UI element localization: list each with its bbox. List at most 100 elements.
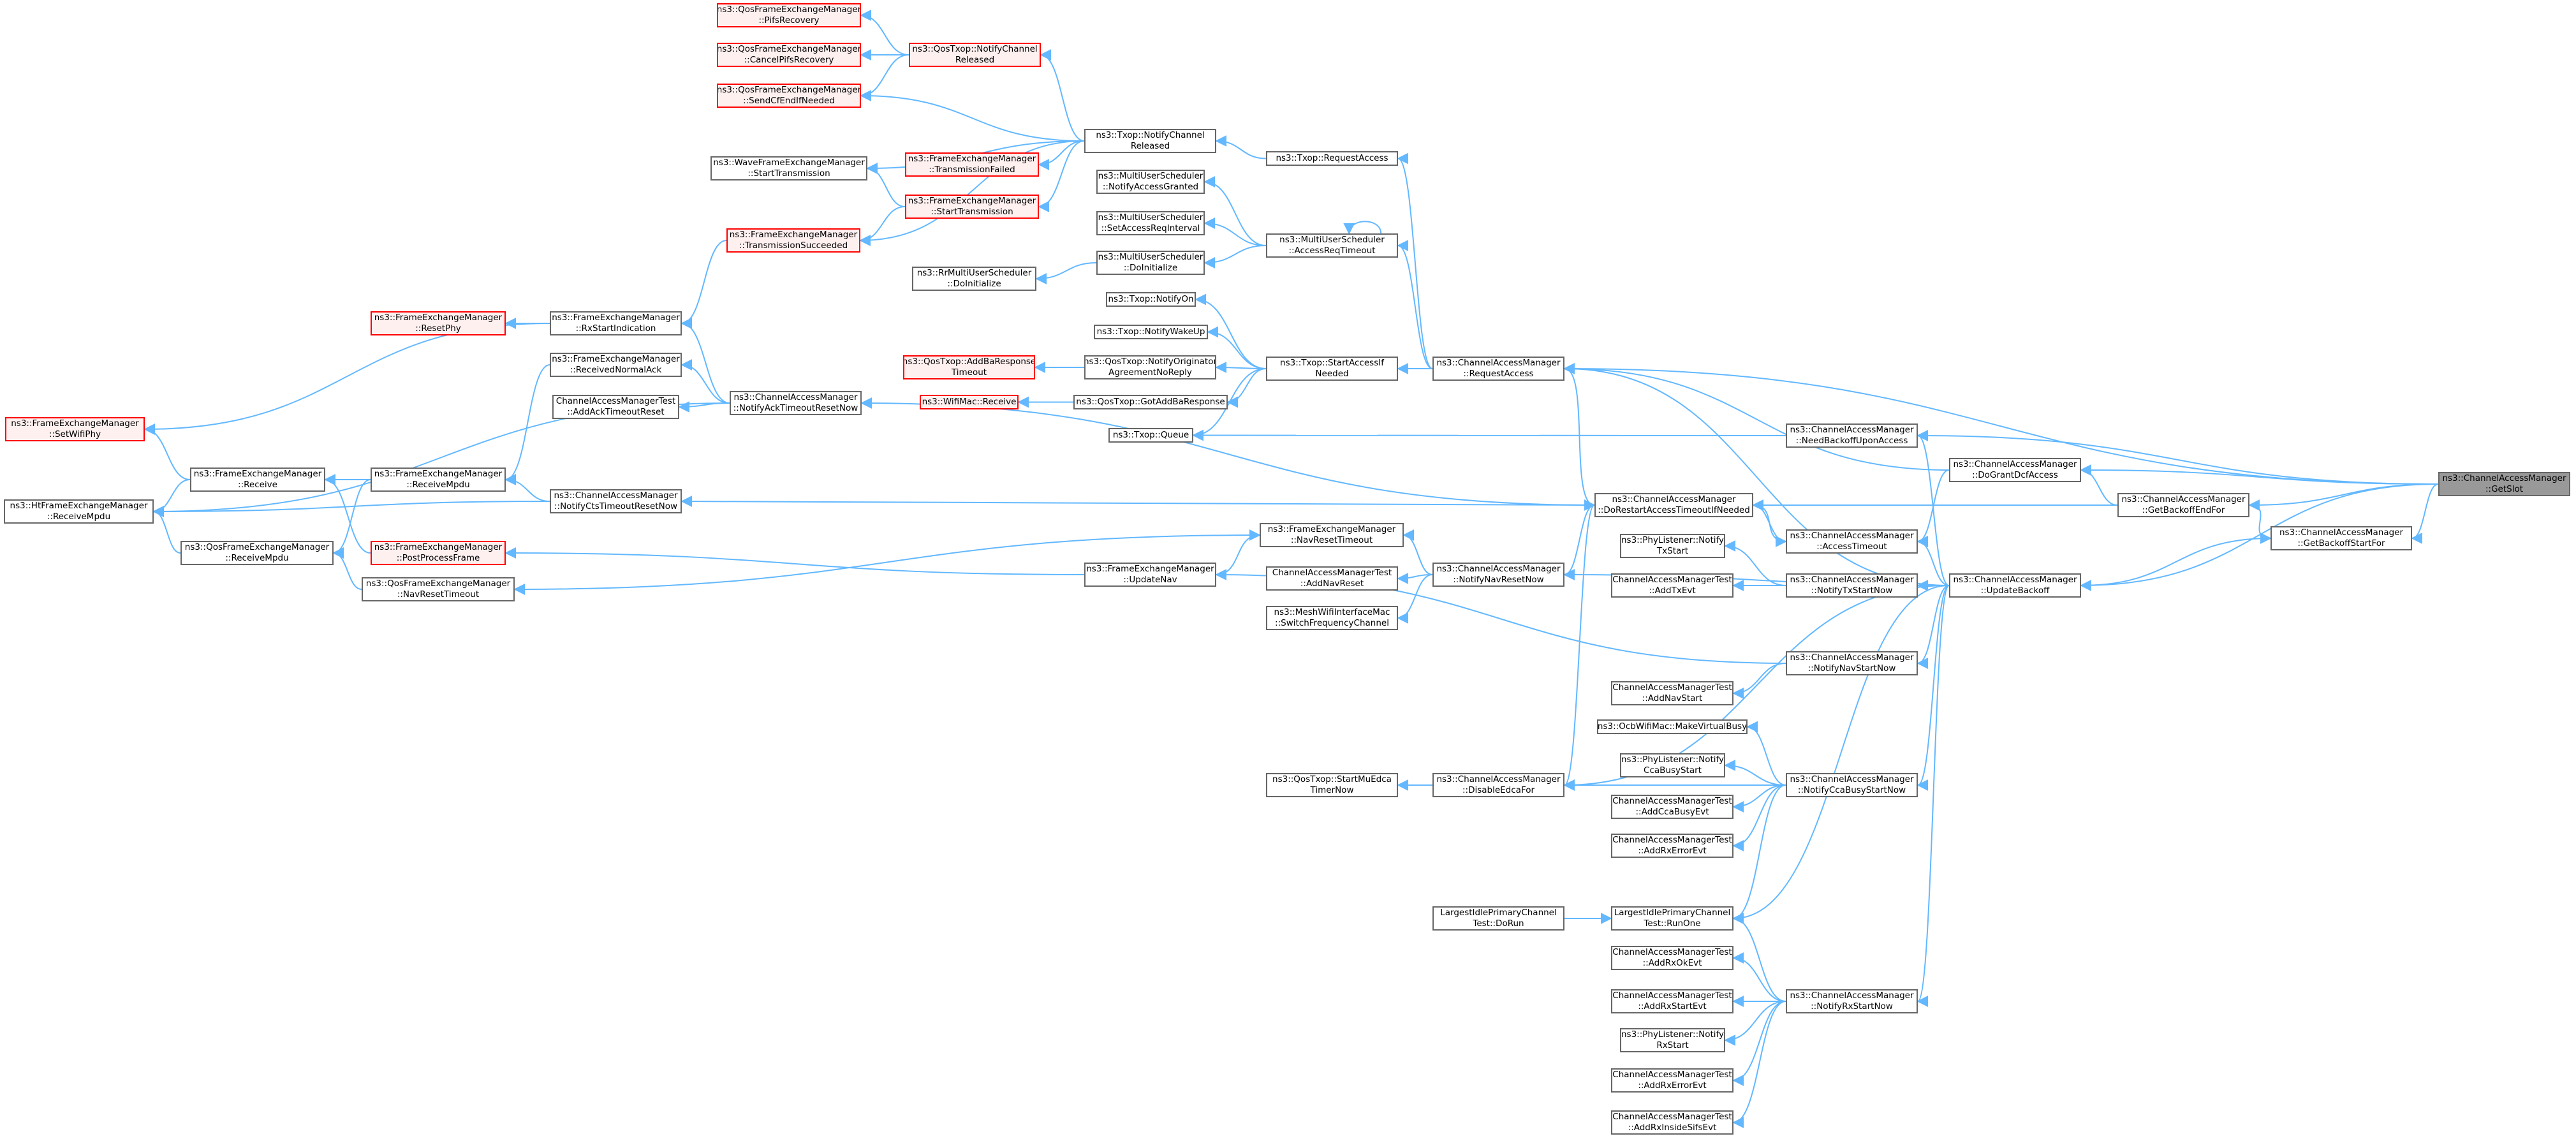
node-qfem-nav-reset-timeout[interactable]: ns3::QosFrameExchangeManager::NavResetTi… — [362, 577, 515, 601]
node-label-line: RxStart — [1656, 1040, 1689, 1050]
call-edge — [1563, 363, 2439, 485]
node-wifi-mac-receive[interactable]: ns3::WifiMac::Receive — [920, 395, 1019, 409]
node-fem-receive-mpdu[interactable]: ns3::FrameExchangeManager::ReceiveMpdu — [371, 467, 506, 492]
node-get-backoff-start-for[interactable]: ns3::ChannelAccessManager::GetBackoffSta… — [2271, 526, 2412, 550]
node-need-backoff-upon-access[interactable]: ns3::ChannelAccessManager::NeedBackoffUp… — [1786, 423, 1918, 448]
node-disable-edca-for[interactable]: ns3::ChannelAccessManager::DisableEdcaFo… — [1432, 773, 1564, 797]
node-fem-reset-phy[interactable]: ns3::FrameExchangeManager::ResetPhy — [371, 311, 506, 335]
node-camt-add-tx-evt[interactable]: ChannelAccessManagerTest::AddTxEvt — [1611, 573, 1733, 598]
node-access-timeout[interactable]: ns3::ChannelAccessManager::AccessTimeout — [1786, 529, 1918, 554]
node-label-line: ::AddNavStart — [1642, 693, 1703, 703]
node-get-backoff-end-for[interactable]: ns3::ChannelAccessManager::GetBackoffEnd… — [2117, 493, 2249, 517]
node-label-line: ::DoRestartAccessTimeoutIfNeeded — [1598, 505, 1750, 515]
node-request-access-cam[interactable]: ns3::ChannelAccessManager::RequestAccess — [1432, 357, 1564, 381]
node-camt-add-rx-ok-evt[interactable]: ChannelAccessManagerTest::AddRxOkEvt — [1611, 946, 1733, 970]
node-qfem-pifs-recovery[interactable]: ns3::QosFrameExchangeManager::PifsRecove… — [717, 3, 861, 27]
node-root[interactable]: ns3::ChannelAccessManager::GetSlot — [2438, 472, 2570, 496]
node-notify-rx-start-now[interactable]: ns3::ChannelAccessManager::NotifyRxStart… — [1786, 989, 1918, 1013]
call-edge — [1563, 363, 1950, 586]
node-notify-nav-reset-now[interactable]: ns3::ChannelAccessManager::NotifyNavRese… — [1432, 563, 1564, 587]
node-notify-cca-busy-start-now[interactable]: ns3::ChannelAccessManager::NotifyCcaBusy… — [1786, 773, 1918, 797]
node-htfem-receive-mpdu[interactable]: ns3::HtFrameExchangeManager::ReceiveMpdu — [4, 499, 154, 524]
node-label-line: ::NavResetTimeout — [397, 589, 480, 600]
node-camt-add-rx-start-evt[interactable]: ChannelAccessManagerTest::AddRxStartEvt — [1611, 989, 1733, 1013]
node-label-line: ::UpdateBackoff — [1980, 585, 2050, 596]
node-label-line: Released — [955, 55, 995, 65]
node-label-line: ::DoInitialize — [947, 279, 1001, 289]
node-txop-notify-on[interactable]: ns3::Txop::NotifyOn — [1106, 292, 1196, 307]
node-qfem-receive-mpdu[interactable]: ns3::QosFrameExchangeManager::ReceiveMpd… — [180, 541, 334, 565]
call-edge — [1397, 240, 1433, 369]
node-wave-start-transmission[interactable]: ns3::WaveFrameExchangeManager::StartTran… — [710, 156, 867, 180]
node-label-line: ns3::ChannelAccessManager — [1790, 774, 1914, 784]
node-label-line: ::SetWifiPhy — [48, 429, 101, 439]
node-cam-notify-ack-timeout-reset-now[interactable]: ns3::ChannelAccessManager::NotifyAckTime… — [730, 391, 862, 415]
node-rr-do-initialize[interactable]: ns3::RrMultiUserScheduler::DoInitialize — [912, 267, 1036, 291]
node-label-line: TimerNow — [1310, 785, 1354, 795]
node-label-line: ns3::QosTxop::NotifyOriginator — [1084, 357, 1216, 367]
node-camt-add-ack-timeout-reset[interactable]: ChannelAccessManagerTest::AddAckTimeoutR… — [552, 395, 679, 419]
node-label-line: ::GetBackoffStartFor — [2297, 538, 2385, 548]
node-txop-notify-wake-up[interactable]: ns3::Txop::NotifyWakeUp — [1094, 325, 1208, 339]
node-cam-notify-cts-timeout-reset-now[interactable]: ns3::ChannelAccessManager::NotifyCtsTime… — [550, 489, 682, 513]
call-edge — [1732, 952, 1786, 1002]
node-update-backoff[interactable]: ns3::ChannelAccessManager::UpdateBackoff — [1949, 573, 2081, 598]
node-fem-receive[interactable]: ns3::FrameExchangeManager::Receive — [190, 467, 325, 492]
node-fem-post-process-frame[interactable]: ns3::FrameExchangeManager::PostProcessFr… — [371, 541, 506, 565]
call-edge — [504, 364, 550, 485]
node-label-line: ::SendCfEndIfNeeded — [743, 96, 835, 106]
node-label-line: ns3::HtFrameExchangeManager — [10, 501, 148, 511]
node-mesh-switch-freq[interactable]: ns3::MeshWifiInterfaceMac::SwitchFrequen… — [1266, 606, 1398, 630]
node-notify-tx-start-now[interactable]: ns3::ChannelAccessManager::NotifyTxStart… — [1786, 573, 1918, 598]
node-label-line: ::SwitchFrequencyChannel — [1275, 618, 1389, 628]
node-fem-transmission-failed[interactable]: ns3::FrameExchangeManager::TransmissionF… — [905, 152, 1039, 177]
node-camt-add-rx-error-evt1[interactable]: ChannelAccessManagerTest::AddRxErrorEvt — [1611, 834, 1733, 858]
node-label-line: ::DoGrantDcfAccess — [1972, 470, 2058, 480]
node-camt-add-nav-reset[interactable]: ChannelAccessManagerTest::AddNavReset — [1266, 566, 1398, 591]
node-qfem-send-cf-end-if-needed[interactable]: ns3::QosFrameExchangeManager::SendCfEndI… — [717, 84, 861, 108]
node-txop-request-access[interactable]: ns3::Txop::RequestAccess — [1266, 151, 1398, 166]
node-do-restart-access[interactable]: ns3::ChannelAccessManager::DoRestartAcce… — [1594, 493, 1753, 517]
node-fem-transmission-succeeded[interactable]: ns3::FrameExchangeManager::TransmissionS… — [726, 228, 860, 253]
node-camt-add-nav-start[interactable]: ChannelAccessManagerTest::AddNavStart — [1611, 681, 1733, 705]
call-edge — [2411, 483, 2439, 544]
node-mu-notify-access-granted[interactable]: ns3::MultiUserScheduler::NotifyAccessGra… — [1096, 170, 1205, 194]
node-ocb-make-virtual-busy[interactable]: ns3::OcbWifiMac::MakeVirtualBusy — [1597, 719, 1748, 734]
node-qos-got-add-ba[interactable]: ns3::QosTxop::GotAddBaResponse — [1073, 395, 1228, 409]
node-fem-received-normal-ack[interactable]: ns3::FrameExchangeManager::ReceivedNorma… — [550, 353, 682, 377]
call-edge — [1563, 363, 1950, 471]
node-qfem-cancel-pifs-recovery[interactable]: ns3::QosFrameExchangeManager::CancelPifs… — [717, 43, 861, 67]
node-fem-rx-start-indication[interactable]: ns3::FrameExchangeManager::RxStartIndica… — [550, 311, 682, 335]
node-label-line: LargestIdlePrimaryChannel — [1614, 908, 1731, 918]
node-fem-set-wifi-phy[interactable]: ns3::FrameExchangeManager::SetWifiPhy — [5, 417, 145, 441]
node-label-line: ChannelAccessManagerTest — [1272, 568, 1392, 578]
node-fem-nav-reset-timeout[interactable]: ns3::FrameExchangeManager::NavResetTimeo… — [1260, 523, 1404, 547]
node-fem-update-nav[interactable]: ns3::FrameExchangeManager::UpdateNav — [1084, 563, 1216, 587]
node-camt-add-cca-busy-evt[interactable]: ChannelAccessManagerTest::AddCcaBusyEvt — [1611, 795, 1733, 819]
node-mu-access-req-timeout[interactable]: ns3::MultiUserScheduler::AccessReqTimeou… — [1266, 233, 1398, 258]
node-fem-start-transmission[interactable]: ns3::FrameExchangeManager::StartTransmis… — [905, 195, 1039, 219]
call-edge — [2080, 538, 2271, 591]
call-edge — [152, 506, 181, 554]
node-label-line: ns3::RrMultiUserScheduler — [916, 268, 1032, 278]
node-txop-queue[interactable]: ns3::Txop::Queue — [1108, 428, 1193, 443]
node-camt-add-rx-inside-sifs-evt[interactable]: ChannelAccessManagerTest::AddRxInsideSif… — [1611, 1110, 1733, 1135]
node-label-line: ns3::PhyListener::Notify — [1621, 1029, 1725, 1040]
node-camt-add-rx-error-evt2[interactable]: ChannelAccessManagerTest::AddRxErrorEvt — [1611, 1068, 1733, 1093]
call-edge — [332, 547, 362, 590]
node-mu-do-initialize[interactable]: ns3::MultiUserScheduler::DoInitialize — [1096, 251, 1205, 275]
node-mu-set-access-req-interval[interactable]: ns3::MultiUserScheduler::SetAccessReqInt… — [1096, 211, 1205, 235]
node-do-grant-dcf-access[interactable]: ns3::ChannelAccessManager::DoGrantDcfAcc… — [1949, 458, 2081, 482]
node-notify-nav-start-now[interactable]: ns3::ChannelAccessManager::NotifyNavStar… — [1786, 651, 1918, 675]
